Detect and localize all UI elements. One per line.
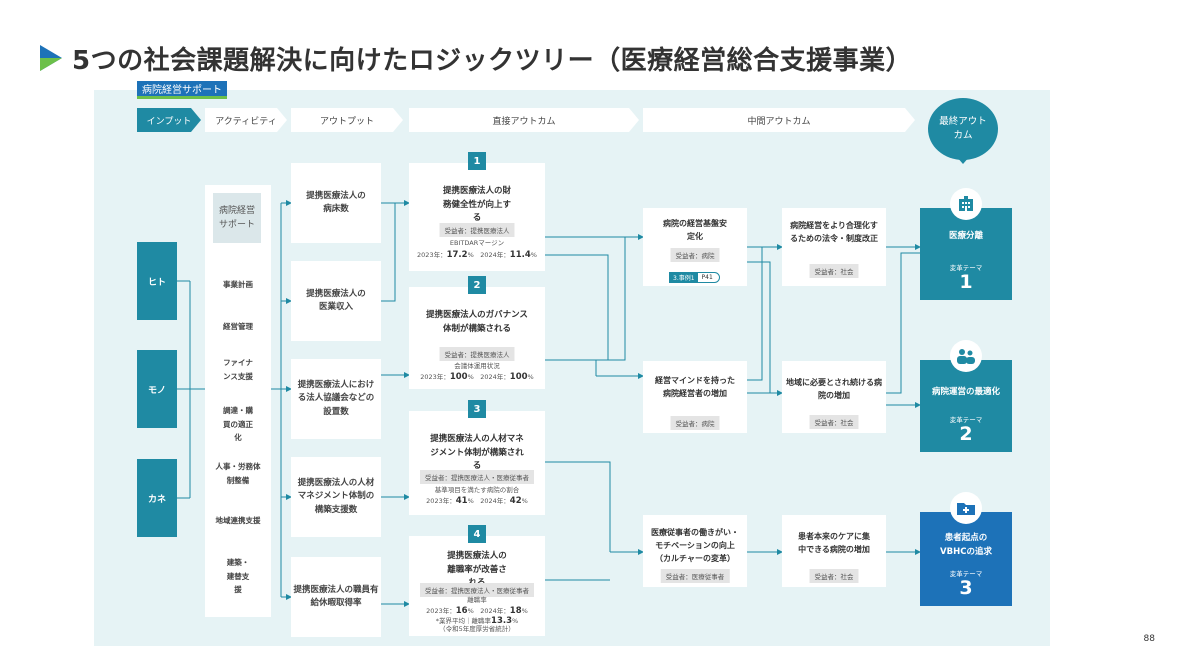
outcome-number: 1 xyxy=(468,152,486,170)
beneficiary-label: 受益者：提携医療法人 xyxy=(439,347,515,361)
final-title: 患者起点のVBHCの追求 xyxy=(940,533,992,557)
mid-outcome-4: 病院経営をより合理化するための法令・制度改正 受益者：社会 xyxy=(782,208,886,286)
metric-label: 離職率 xyxy=(467,596,487,604)
outcome-title: 患者本来のケアに集中できる病院の増加 xyxy=(798,532,870,554)
beneficiary-label: 受益者：社会 xyxy=(809,264,859,278)
activity-item: 地域連携支援 xyxy=(215,516,261,525)
metric-values: 2023年：100% 2024年：100% xyxy=(420,372,534,382)
header-final-outcome: 最終アウトカム xyxy=(928,98,998,160)
theme-number: 1 xyxy=(959,271,973,293)
metric-benchmark: *業界平均｜離職率13.3% xyxy=(435,616,519,626)
play-arrow-icon xyxy=(40,45,62,71)
beneficiary-label: 受益者：医療従事者 xyxy=(660,569,730,583)
mid-outcome-5: 地域に必要とされ続ける病院の増加 受益者：社会 xyxy=(782,361,886,433)
output-box: 提携医療法人における法人協議会などの設置数 xyxy=(291,359,381,439)
theme-label: 変革テーマ xyxy=(949,416,983,424)
outcome-title: 病院経営をより合理化するための法令・制度改正 xyxy=(790,221,878,243)
input-things: モノ xyxy=(137,350,177,428)
header-input: インプット xyxy=(137,108,201,132)
final-header-pointer xyxy=(956,156,970,164)
input-money: カネ xyxy=(137,459,177,537)
people-icon xyxy=(950,340,982,372)
activity-item: ファイナンス支援 xyxy=(223,358,253,381)
input-people: ヒト xyxy=(137,242,177,320)
beneficiary-label: 受益者：提携医療法人・医療従事者 xyxy=(420,583,534,597)
activity-item: 人事・労務体制整備 xyxy=(215,462,261,485)
outcome-title: 病院の経営基盤安定化 xyxy=(663,219,727,241)
section-tag: 病院経営サポート xyxy=(137,81,227,99)
metric-values: 2023年：16% 2024年：18% xyxy=(426,606,528,616)
activity-column xyxy=(205,185,271,617)
direct-outcome-4: 4 提携医療法人の離職率が改善される 受益者：提携医療法人・医療従事者 離職率 … xyxy=(409,525,545,636)
outcome-number: 2 xyxy=(468,276,486,294)
final-outcome-1: 医療分離 変革テーマ 1 xyxy=(920,188,1012,300)
output-box: 提携医療法人の医業収入 xyxy=(291,261,381,341)
outcome-title: 経営マインドを持った病院経営者の増加 xyxy=(655,376,735,398)
hospital-icon xyxy=(950,188,982,220)
final-title: 医療分離 xyxy=(948,231,983,241)
metric-values: 2023年：41% 2024年：42% xyxy=(426,496,528,506)
outcome-title: 医療従事者の働きがい・モチベーションの向上（カルチャーの変革） xyxy=(651,528,739,563)
activity-heading: 病院経営サポート xyxy=(213,193,261,243)
mid-outcome-6: 患者本来のケアに集中できる病院の増加 受益者：社会 xyxy=(782,515,886,587)
outcome-title: 提携医療法人の財務健全性が向上する xyxy=(442,186,511,224)
outcome-number: 4 xyxy=(468,525,486,543)
metric-source: （令和5年度厚労省統計） xyxy=(439,625,515,633)
output-box: 提携医療法人の職員有給休暇取得率 xyxy=(291,557,381,637)
header-output: アウトプット xyxy=(291,108,403,132)
metric-label: EBITDARマージン xyxy=(449,239,505,247)
activity-item: 事業計画 xyxy=(223,280,253,289)
header-direct-outcome: 直接アウトカム xyxy=(409,108,639,132)
metric-label: 会議体運用状況 xyxy=(454,362,500,370)
final-outcome-2: 病院運営の最適化 変革テーマ 2 xyxy=(920,340,1012,452)
output-box: 提携医療法人の病床数 xyxy=(291,163,381,243)
output-box: 提携医療法人の人材マネジメント体制の構築支援数 xyxy=(291,457,381,537)
beneficiary-label: 受益者：提携医療法人 xyxy=(439,223,515,237)
beneficiary-label: 受益者：社会 xyxy=(809,415,859,429)
activity-item: 建築・建替支援 xyxy=(226,558,250,594)
page-title: 5つの社会課題解決に向けたロジックツリー（医療経営総合支援事業） xyxy=(38,38,912,78)
beneficiary-label: 受益者：病院 xyxy=(670,416,720,430)
folder-medical-icon xyxy=(950,492,982,524)
page-number: 88 xyxy=(1143,634,1155,644)
theme-number: 3 xyxy=(959,577,973,599)
mid-outcome-2: 経営マインドを持った病院経営者の増加 受益者：病院 xyxy=(643,361,747,433)
theme-label: 変革テーマ xyxy=(949,264,983,272)
outcome-title: 提携医療法人のガバナンス体制が構築される xyxy=(426,310,528,334)
direct-outcome-2: 2 提携医療法人のガバナンス体制が構築される 受益者：提携医療法人 会議体運用状… xyxy=(409,276,545,389)
outcome-title: 提携医療法人の人材マネジメント体制が構築される xyxy=(430,434,524,472)
theme-number: 2 xyxy=(959,423,973,445)
theme-label: 変革テーマ xyxy=(949,570,983,578)
header-intermediate-outcome: 中間アウトカム xyxy=(643,108,915,132)
beneficiary-label: 受益者：病院 xyxy=(670,248,720,262)
outcome-number: 3 xyxy=(468,400,486,418)
direct-outcome-3: 3 提携医療法人の人材マネジメント体制が構築される 受益者：提携医療法人・医療従… xyxy=(409,400,545,515)
activity-item: 調達・購買の適正化 xyxy=(223,406,253,442)
final-outcome-3: 患者起点のVBHCの追求 変革テーマ 3 xyxy=(920,492,1012,606)
mid-outcome-3: 医療従事者の働きがい・モチベーションの向上（カルチャーの変革） 受益者：医療従事… xyxy=(643,515,747,587)
metric-label: 基準項目を満たす病院の割合 xyxy=(434,486,520,494)
title-text: 5つの社会課題解決に向けたロジックツリー（医療経営総合支援事業） xyxy=(72,45,913,76)
metric-values: 2023年：17.2% 2024年：11.4% xyxy=(417,250,537,260)
outcome-title: 地域に必要とされ続ける病院の増加 xyxy=(786,378,882,400)
header-activity: アクティビティ xyxy=(205,108,287,132)
beneficiary-label: 受益者：社会 xyxy=(809,569,859,583)
activity-item: 経営管理 xyxy=(223,322,253,331)
direct-outcome-1: 1 提携医療法人の財務健全性が向上する 受益者：提携医療法人 EBITDARマー… xyxy=(409,152,545,271)
beneficiary-label: 受益者：提携医療法人・医療従事者 xyxy=(420,470,534,484)
final-title: 病院運営の最適化 xyxy=(931,387,1000,397)
